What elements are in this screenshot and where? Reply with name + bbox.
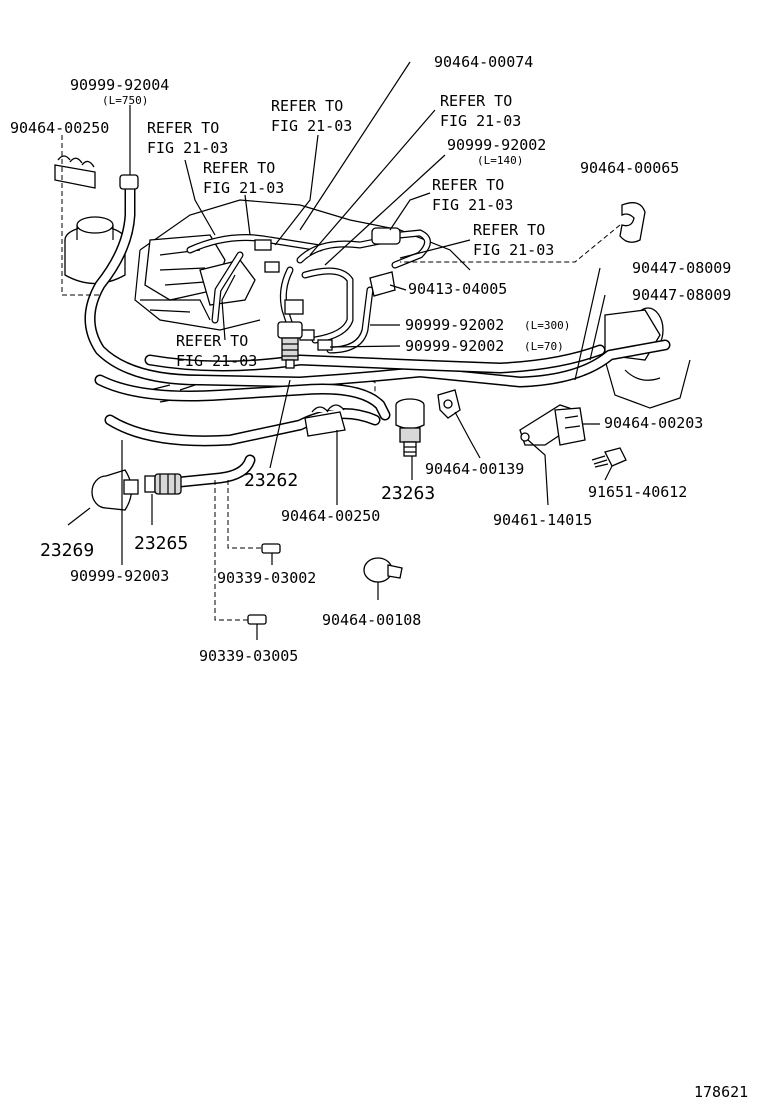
label-23269: 23269 — [40, 540, 94, 561]
clip-90464-00203 — [554, 407, 586, 446]
label-refer-c-line1: REFER TO — [203, 159, 275, 177]
label-refer-g-line2: FIG 21-03 — [176, 352, 257, 370]
label-90464-00203: 90464-00203 — [604, 414, 703, 432]
label-90999-92002-c-length: (L=70) — [524, 340, 564, 353]
leader-lines — [61, 61, 621, 640]
label-refer-e-line1: REFER TO — [432, 176, 504, 194]
clip-90464-00139 — [437, 389, 461, 419]
label-refer-f-line2: FIG 21-03 — [473, 241, 554, 259]
label-refer-b-line1: REFER TO — [271, 97, 343, 115]
label-90999-92002-a-length: (L=140) — [477, 154, 523, 167]
label-refer-d-line1: REFER TO — [440, 92, 512, 110]
label-refer-a-line1: REFER TO — [147, 119, 219, 137]
label-90464-00139: 90464-00139 — [425, 460, 524, 478]
label-refer-f-line1: REFER TO — [473, 221, 545, 239]
clamp-90464-00250-top — [54, 155, 96, 189]
label-90999-92002-a: 90999-92002 — [447, 136, 546, 154]
label-91651-40612: 91651-40612 — [588, 483, 687, 501]
label-90447-08009-a: 90447-08009 — [632, 259, 731, 277]
label-90999-92004-length: (L=750) — [102, 94, 148, 107]
label-refer-g-line1: REFER TO — [176, 332, 248, 350]
label-23262: 23262 — [244, 470, 298, 491]
label-90999-92004: 90999-92004 — [70, 76, 169, 94]
label-90413-04005: 90413-04005 — [408, 280, 507, 298]
label-90464-00074: 90464-00074 — [434, 53, 533, 71]
vacuum-switch-23263 — [395, 398, 425, 457]
label-90464-00250-middle: 90464-00250 — [281, 507, 380, 525]
label-23263: 23263 — [381, 483, 435, 504]
label-90464-00065: 90464-00065 — [580, 159, 679, 177]
clip-90464-00065 — [619, 202, 646, 243]
label-23265: 23265 — [134, 533, 188, 554]
label-90999-92002-c: 90999-92002 — [405, 337, 504, 355]
label-refer-d-line2: FIG 21-03 — [440, 112, 521, 130]
main-hoses — [84, 174, 671, 488]
label-90999-92002-b: 90999-92002 — [405, 316, 504, 334]
bolt-91651-40612 — [591, 447, 627, 468]
label-refer-b-line2: FIG 21-03 — [271, 117, 352, 135]
label-90339-03002: 90339-03002 — [217, 569, 316, 587]
label-90464-00108: 90464-00108 — [322, 611, 421, 629]
label-90339-03005: 90339-03005 — [199, 647, 298, 665]
label-refer-c-line2: FIG 21-03 — [203, 179, 284, 197]
fittings-upper — [254, 227, 401, 351]
clamp-90464-00250-middle — [304, 404, 346, 437]
figure-number: 178621 — [694, 1083, 748, 1101]
clamp-90464-00108 — [363, 557, 403, 583]
label-90464-00250-top: 90464-00250 — [10, 119, 109, 137]
vacuum-switch-23262 — [277, 321, 303, 369]
part-labels: 90999-92004 (L=750) 90464-00250 REFER TO… — [10, 53, 748, 1101]
sensor-23265 — [144, 473, 182, 495]
label-90999-92003: 90999-92003 — [70, 567, 169, 585]
plug-90339-03005 — [247, 614, 267, 625]
label-90999-92002-b-length: (L=300) — [524, 319, 570, 332]
label-90447-08009-b: 90447-08009 — [632, 286, 731, 304]
label-refer-e-line2: FIG 21-03 — [432, 196, 513, 214]
vsv-23269 — [91, 469, 139, 511]
engine-outline — [64, 199, 691, 409]
label-90461-14015: 90461-14015 — [493, 511, 592, 529]
label-refer-a-line2: FIG 21-03 — [147, 139, 228, 157]
plug-90339-03002 — [261, 543, 281, 554]
